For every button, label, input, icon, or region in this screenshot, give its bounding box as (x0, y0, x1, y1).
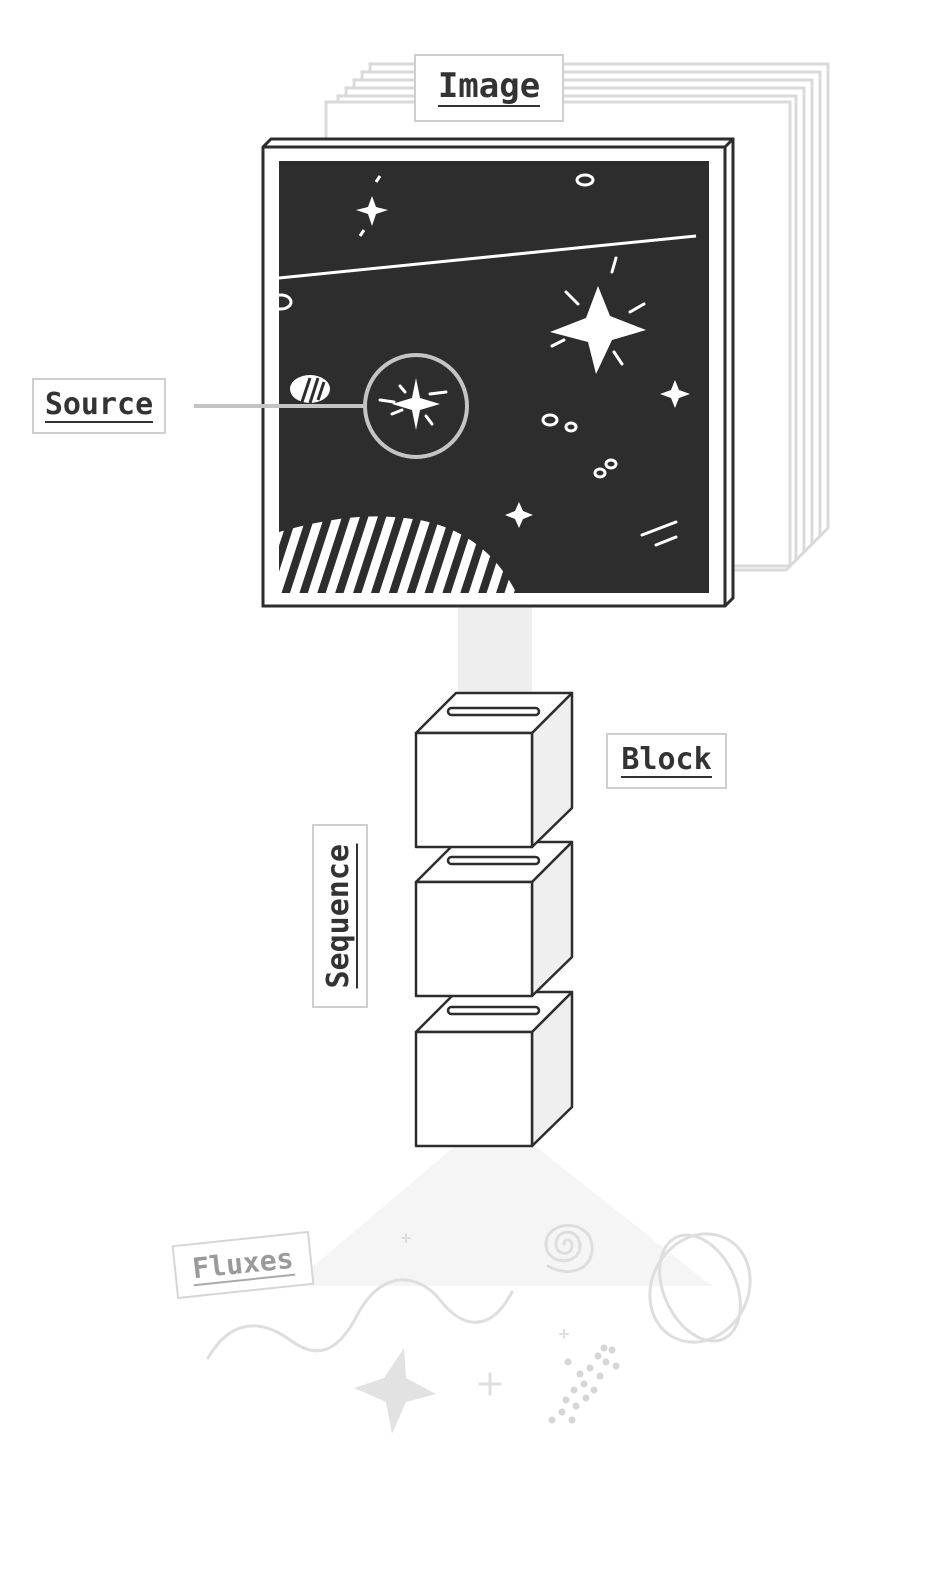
source-ring-icon (363, 353, 469, 459)
block-stack (414, 691, 574, 1148)
meteor-trail (279, 234, 697, 280)
star-icon (660, 380, 690, 408)
plus-icon (559, 1329, 569, 1339)
wave-icon (206, 1278, 514, 1360)
block-label-text: Block (621, 741, 712, 779)
dot-cluster-icon (548, 1344, 620, 1424)
flux-icons (206, 1224, 752, 1396)
star-burst-icon (550, 286, 646, 374)
flux-star-icon (354, 1348, 436, 1434)
block-label: Block (606, 733, 727, 789)
block-icon (414, 990, 574, 1148)
fluxes-label-text: Fluxes (190, 1241, 295, 1287)
beam-upper (458, 606, 532, 698)
source-label: Source (32, 378, 166, 434)
sequence-label-text: Sequence (320, 843, 358, 989)
plus-icon (401, 1233, 411, 1243)
image-label: Image (414, 54, 564, 122)
plus-icon (478, 1372, 502, 1396)
sequence-label: Sequence (312, 824, 368, 1008)
image-label-text: Image (437, 65, 541, 108)
source-label-text: Source (44, 386, 154, 424)
star-icon (505, 502, 533, 528)
flux-beam (290, 1146, 712, 1286)
star-icon (356, 196, 388, 226)
block-icon (414, 691, 574, 849)
spiral-icon (544, 1224, 594, 1273)
block-icon (414, 840, 574, 998)
sky-scene (279, 173, 697, 593)
planet-hatched (279, 516, 517, 593)
orbit-icon (648, 1232, 752, 1344)
image-frame-icon (261, 137, 735, 608)
